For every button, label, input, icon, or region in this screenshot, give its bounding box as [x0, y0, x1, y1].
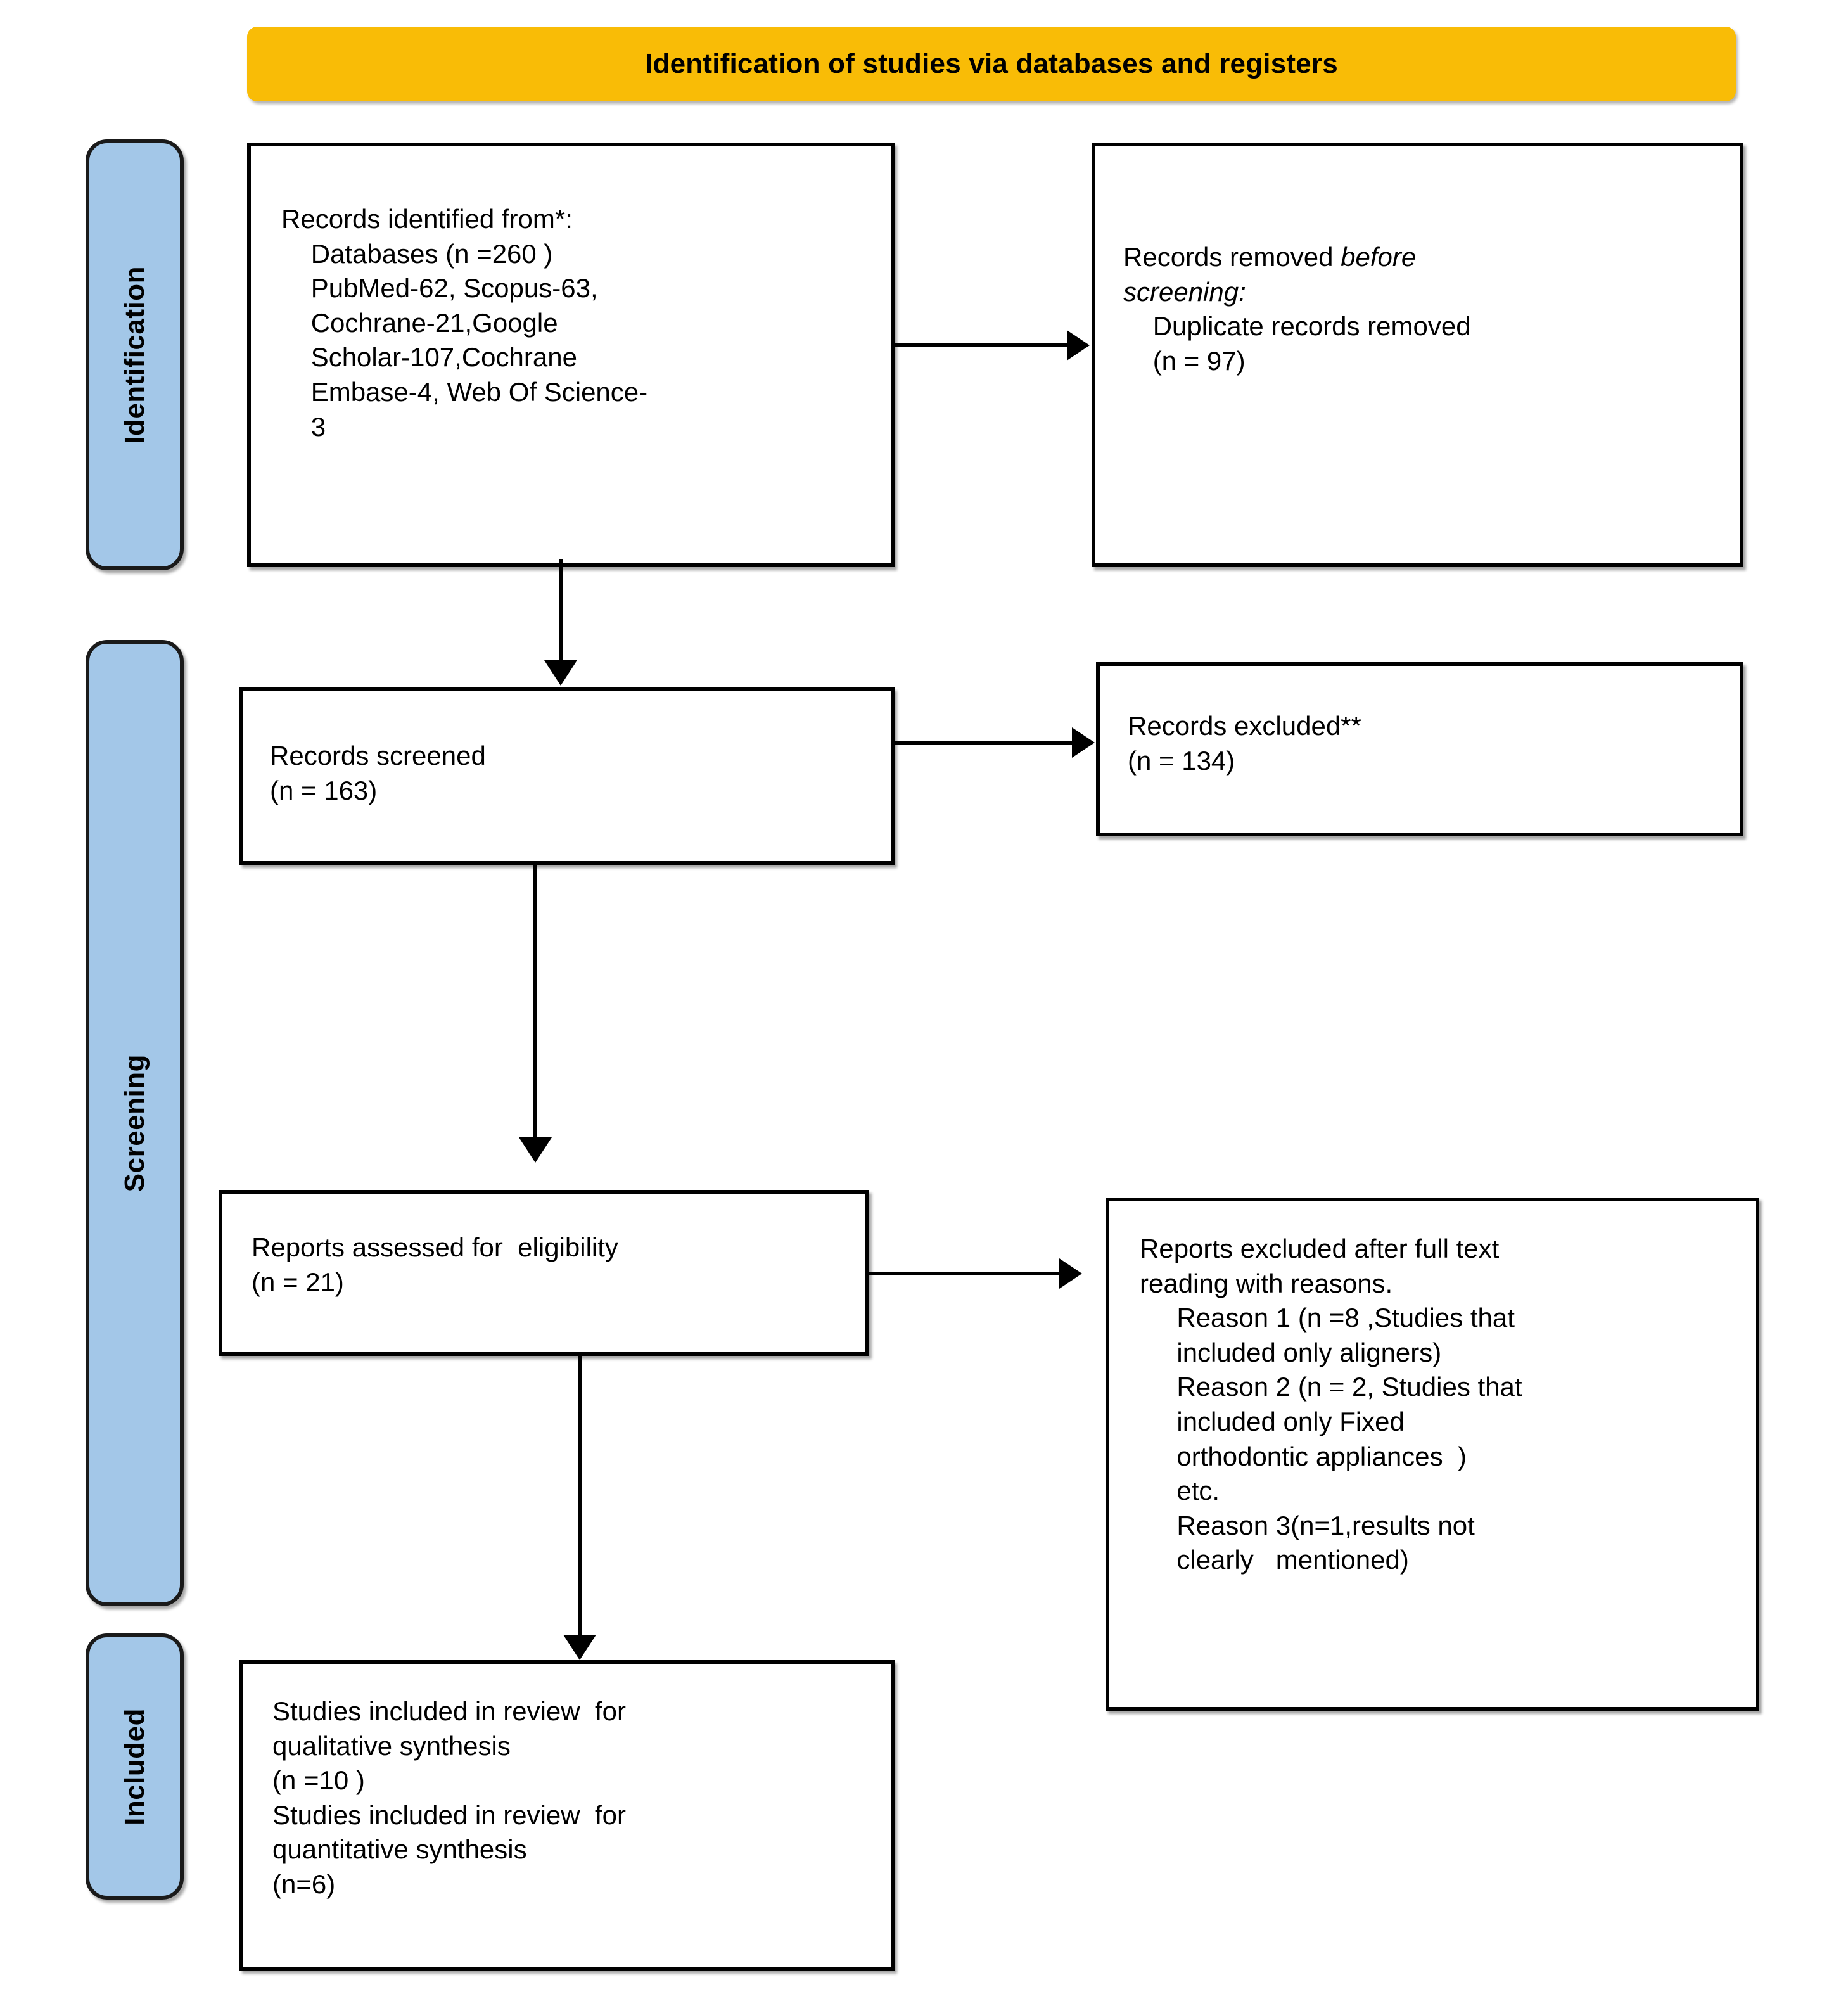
- diagram-header-banner: Identification of studies via databases …: [247, 27, 1736, 101]
- stage-bar-identification: Identification: [86, 139, 184, 570]
- arrow-down-icon: [519, 1137, 552, 1163]
- records-removed-text: Records removed before screening: Duplica…: [1123, 240, 1471, 378]
- records-removed-line1: Records removed: [1123, 242, 1341, 272]
- arrow-right-icon: [1059, 1258, 1082, 1289]
- page-title: Identification of studies via databases …: [645, 48, 1338, 79]
- reports-excluded-box: Reports excluded after full text reading…: [1106, 1198, 1759, 1711]
- connector-line: [869, 1272, 1059, 1275]
- connector-line: [895, 741, 1072, 745]
- records-removed-italic-screening: screening:: [1123, 276, 1246, 307]
- reports-excluded-text: Reports excluded after full text reading…: [1140, 1234, 1522, 1575]
- arrow-right-icon: [1067, 330, 1090, 361]
- stage-label-screening: Screening: [118, 1054, 150, 1192]
- stage-bar-included: Included: [86, 1633, 184, 1900]
- connector-line: [895, 343, 1067, 347]
- records-identified-text: Records identified from*: Databases (n =…: [281, 204, 648, 442]
- stage-bar-screening: Screening: [86, 640, 184, 1606]
- studies-included-box: Studies included in review for qualitati…: [239, 1660, 895, 1971]
- connector-line: [559, 559, 563, 660]
- arrow-right-icon: [1072, 727, 1095, 758]
- connector-line: [533, 865, 537, 1137]
- records-removed-rest: Duplicate records removed (n = 97): [1152, 311, 1471, 376]
- reports-assessed-box: Reports assessed for eligibility (n = 21…: [219, 1190, 869, 1356]
- records-screened-box: Records screened (n = 163): [239, 687, 895, 865]
- records-screened-text: Records screened (n = 163): [270, 741, 486, 805]
- records-removed-box: Records removed before screening: Duplica…: [1092, 143, 1743, 567]
- connector-line: [578, 1356, 582, 1635]
- records-identified-box: Records identified from*: Databases (n =…: [247, 143, 895, 567]
- arrow-down-icon: [544, 660, 577, 686]
- stage-label-identification: Identification: [118, 265, 150, 444]
- records-excluded-text: Records excluded** (n = 134): [1128, 711, 1361, 776]
- records-removed-italic-before: before: [1341, 242, 1417, 272]
- arrow-down-icon: [563, 1635, 596, 1660]
- stage-label-included: Included: [118, 1708, 150, 1825]
- studies-included-text: Studies included in review for qualitati…: [272, 1696, 626, 1899]
- records-excluded-box: Records excluded** (n = 134): [1096, 662, 1743, 836]
- reports-assessed-text: Reports assessed for eligibility (n = 21…: [252, 1232, 618, 1297]
